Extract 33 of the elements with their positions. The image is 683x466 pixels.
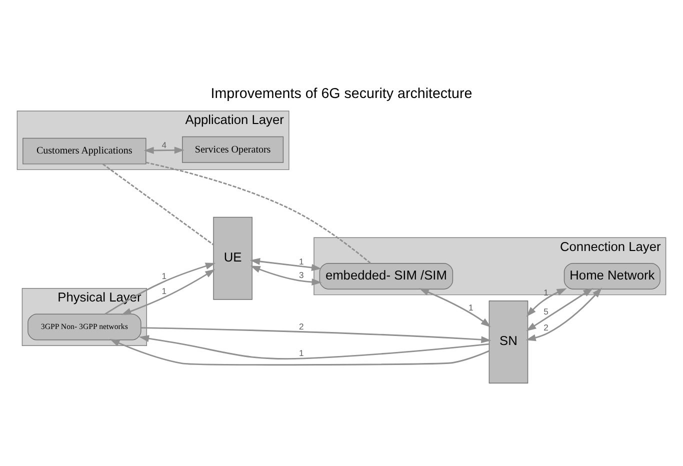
arrow	[144, 146, 184, 154]
connector	[102, 162, 214, 245]
node-box: Customers Applications	[22, 137, 146, 164]
edge-label: 1	[299, 348, 304, 358]
edge-label: 1	[468, 302, 474, 312]
edge-label: 1	[544, 286, 548, 297]
arrow	[526, 287, 602, 341]
node-box: 3GPP Non- 3GPP networks	[28, 313, 142, 340]
arrow	[418, 288, 491, 327]
diagram-title: Improvements of 6G security architecture	[210, 86, 472, 102]
edge-label: 4	[162, 139, 167, 150]
node-box: UE	[213, 216, 252, 300]
arrow	[104, 262, 216, 314]
connector	[146, 161, 371, 264]
edge-label: 1	[299, 256, 304, 266]
edge-label: 2	[299, 321, 304, 332]
arrow	[110, 338, 490, 366]
arrow	[526, 287, 594, 331]
edge-label: 1	[162, 270, 167, 280]
node-box: Services Operators	[182, 136, 284, 162]
arrow	[121, 268, 216, 314]
edge-label: 2	[544, 322, 548, 332]
arrow	[141, 326, 492, 343]
arrow	[250, 265, 322, 286]
node-box: SN	[488, 300, 528, 383]
arrow	[138, 334, 490, 360]
arrow	[526, 288, 567, 316]
edge-label: 3	[299, 270, 304, 280]
arrow	[250, 257, 322, 271]
edge-label: 5	[544, 306, 548, 316]
edge-label: 1	[162, 285, 167, 296]
node-box: Home Network	[564, 262, 660, 289]
node-box: embedded- SIM /SIM	[319, 262, 454, 289]
